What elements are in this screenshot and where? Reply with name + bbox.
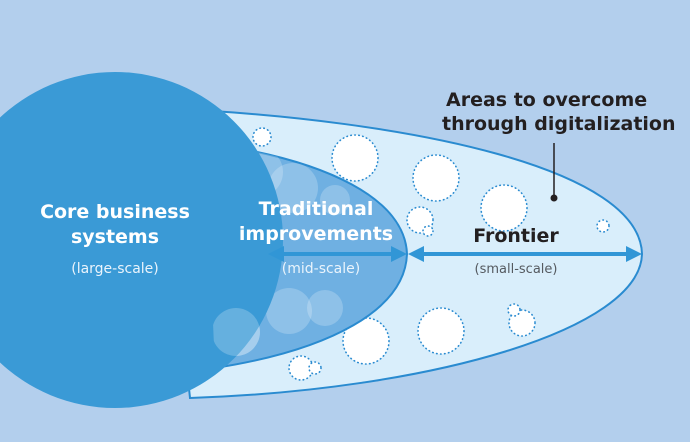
frontier-scale: (small-scale)	[474, 262, 558, 277]
callout-dot	[550, 194, 558, 202]
core-systems-scale: (large-scale)	[71, 261, 159, 277]
faint-bubble	[212, 308, 260, 356]
dotted-circle	[331, 134, 379, 182]
faint-bubble	[320, 185, 350, 215]
core-systems-circle	[0, 72, 283, 408]
core-systems-title: Core business systems	[20, 200, 210, 250]
dotted-circle	[252, 127, 272, 147]
dotted-circle	[422, 225, 434, 237]
traditional-scale: (mid-scale)	[281, 261, 361, 277]
traditional-title: Traditional improvements	[236, 197, 396, 247]
faint-bubble	[307, 290, 343, 326]
mid-scale-arrow	[268, 246, 407, 262]
faint-bubble	[266, 288, 312, 334]
small-scale-arrow	[408, 246, 642, 262]
callout-line2: through digitalization	[442, 113, 676, 135]
frontier-title: Frontier	[473, 225, 559, 247]
dotted-circle	[412, 154, 460, 202]
dotted-circle	[596, 219, 610, 233]
dotted-circle	[308, 361, 322, 375]
core-systems-title-line2: systems	[70, 226, 160, 248]
dotted-circle	[480, 184, 528, 232]
dotted-circle	[417, 307, 465, 355]
traditional-title-line1: Traditional	[258, 198, 374, 220]
dotted-circle	[507, 303, 521, 317]
faint-bubble	[268, 163, 318, 213]
traditional-title-line2: improvements	[238, 223, 394, 245]
dotted-circles	[252, 127, 610, 381]
callout-line1: Areas to overcome	[446, 89, 648, 111]
core-systems-title-line1: Core business	[40, 201, 190, 223]
callout-text: Areas to overcome through digitalization	[442, 88, 676, 136]
